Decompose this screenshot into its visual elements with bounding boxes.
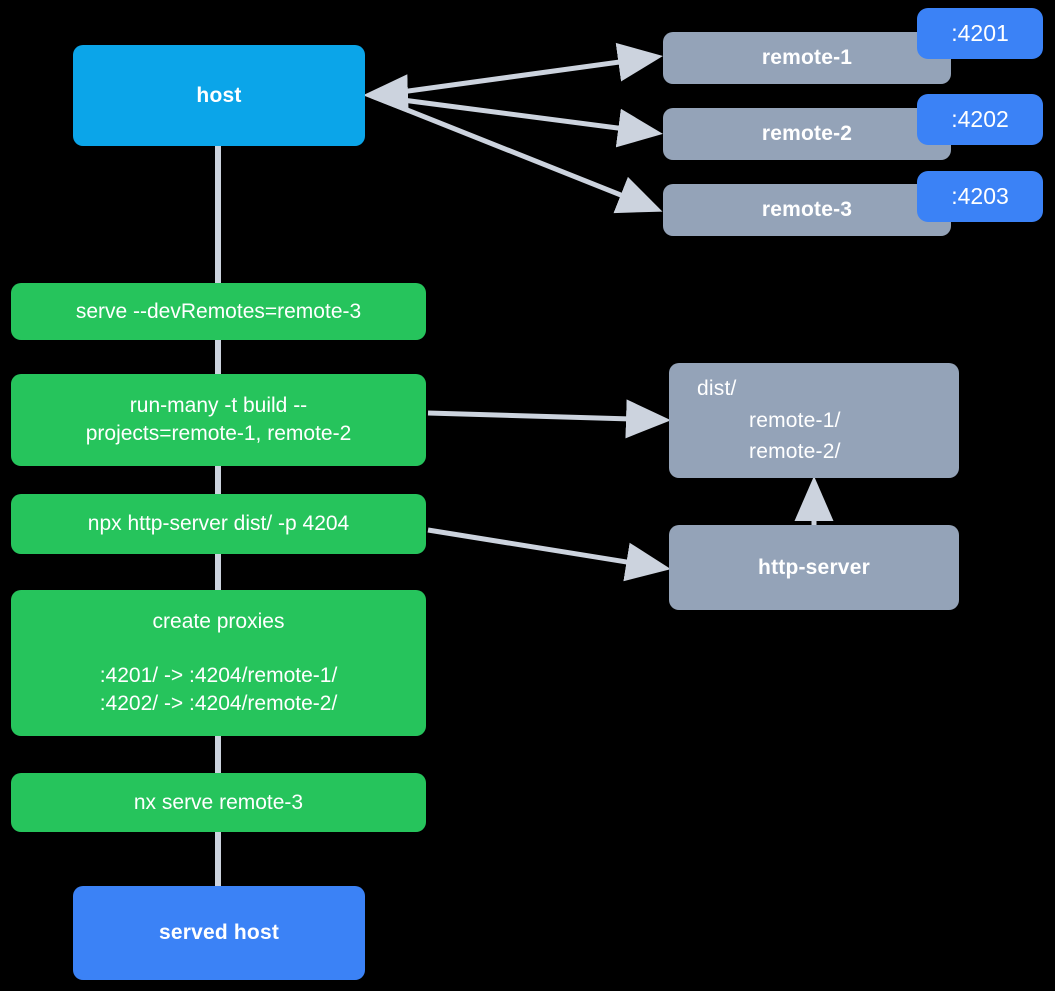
node-command-run-many[interactable]: run-many -t build -- projects=remote-1, … <box>11 374 426 466</box>
node-command-http-server[interactable]: npx http-server dist/ -p 4204 <box>11 494 426 554</box>
dist-folder-tree: dist/ remote-1/ remote-2/ <box>669 373 959 469</box>
command-create-proxies-title: create proxies <box>152 610 285 634</box>
node-remote-1[interactable]: remote-1 <box>663 32 951 84</box>
port-badge-remote-2-label: :4202 <box>951 106 1009 133</box>
node-host[interactable]: host <box>73 45 365 146</box>
node-host-label: host <box>196 83 242 107</box>
node-remote-2-label: remote-2 <box>761 122 853 146</box>
node-served-host-label: served host <box>158 921 280 945</box>
port-badge-remote-1[interactable]: :4201 <box>917 8 1043 59</box>
command-nx-serve-line-1: nx serve remote-3 <box>133 790 304 814</box>
node-command-create-proxies[interactable]: create proxies :4201/ -> :4204/remote-1/… <box>11 590 426 736</box>
port-badge-remote-1-label: :4201 <box>951 20 1009 47</box>
node-remote-1-label: remote-1 <box>761 46 853 70</box>
node-remote-3-label: remote-3 <box>761 198 853 222</box>
command-serve-line-1: serve --devRemotes=remote-3 <box>75 299 362 323</box>
command-create-proxies-line-2: :4202/ -> :4204/remote-2/ <box>99 691 338 715</box>
edge-host-to-remote-3 <box>371 93 663 214</box>
command-create-proxies-line-1: :4201/ -> :4204/remote-1/ <box>99 664 338 688</box>
port-badge-remote-3-label: :4203 <box>951 183 1009 210</box>
edge-remotes-to-host <box>363 74 409 114</box>
dist-folder-child-remote-2: remote-2/ <box>749 440 841 464</box>
port-badge-remote-2[interactable]: :4202 <box>917 94 1043 145</box>
edge-host-to-remote-2 <box>371 93 663 148</box>
port-badge-remote-3[interactable]: :4203 <box>917 171 1043 222</box>
node-remote-3[interactable]: remote-3 <box>663 184 951 236</box>
node-command-serve[interactable]: serve --devRemotes=remote-3 <box>11 283 426 340</box>
node-command-nx-serve[interactable]: nx serve remote-3 <box>11 773 426 832</box>
node-http-server-label: http-server <box>758 555 870 579</box>
node-served-host[interactable]: served host <box>73 886 365 980</box>
dist-folder-root: dist/ <box>697 376 737 400</box>
edge-npx-to-httpserver-node <box>427 527 671 582</box>
node-dist-folder[interactable]: dist/ remote-1/ remote-2/ <box>669 363 959 478</box>
node-http-server[interactable]: http-server <box>669 525 959 610</box>
command-run-many-line-2: projects=remote-1, remote-2 <box>85 422 352 445</box>
dist-folder-child-remote-1: remote-1/ <box>749 408 841 432</box>
command-run-many-line-1: run-many -t build -- <box>129 394 308 418</box>
edge-host-to-remote-1 <box>371 42 663 99</box>
command-http-server-line-1: npx http-server dist/ -p 4204 <box>87 512 350 536</box>
node-remote-2[interactable]: remote-2 <box>663 108 951 160</box>
edge-runmany-to-dist <box>427 399 671 439</box>
